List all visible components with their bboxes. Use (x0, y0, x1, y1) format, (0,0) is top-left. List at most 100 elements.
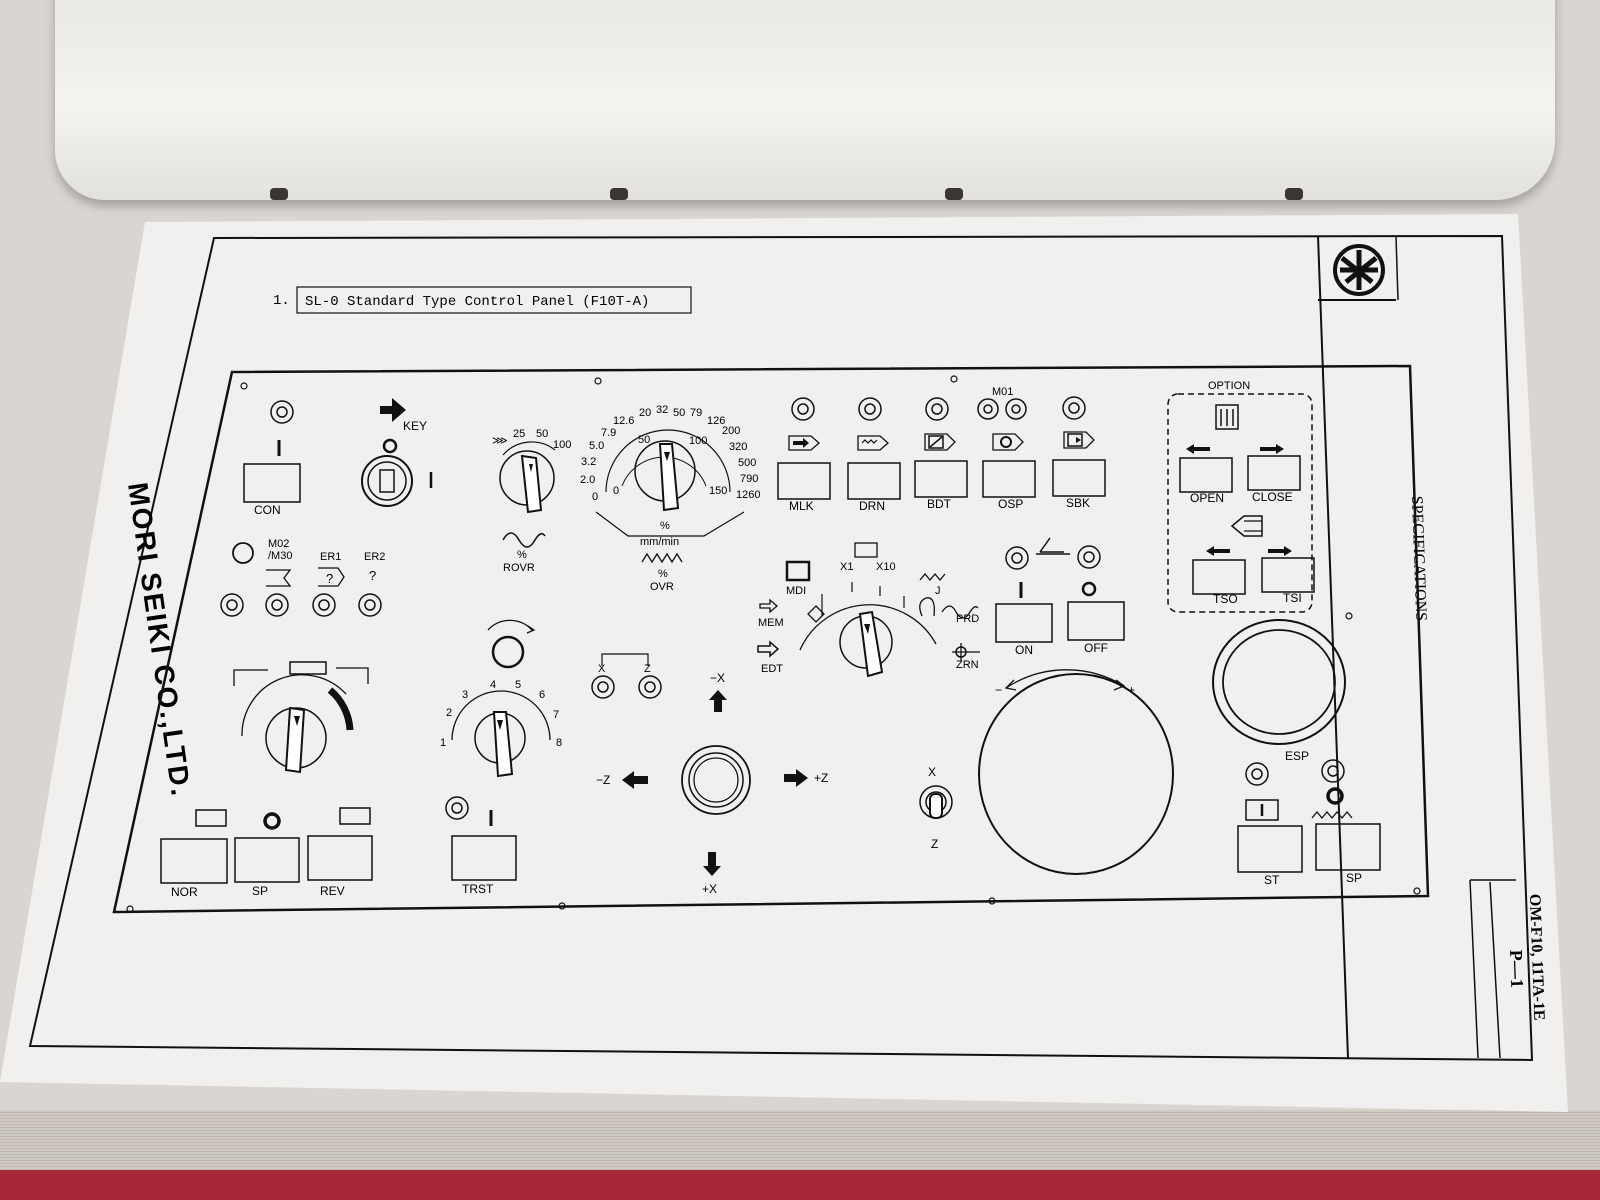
svg-text:320: 320 (729, 441, 747, 453)
binder-ring (610, 188, 628, 200)
key-label: KEY (403, 419, 427, 433)
arrow-left-icon (1206, 546, 1230, 556)
axis-toggle-switch[interactable]: X Z (919, 765, 953, 851)
arrow-down-icon (703, 852, 721, 876)
svg-text:5: 5 (515, 679, 521, 691)
svg-text:7: 7 (553, 709, 559, 721)
svg-text:0: 0 (613, 485, 619, 497)
svg-text:%: % (658, 568, 668, 580)
section-number: 1. (273, 293, 290, 309)
svg-text:?: ? (369, 568, 376, 583)
drn-button[interactable]: DRN (847, 397, 901, 513)
mm-min-label: mm/min (640, 536, 679, 548)
chuck-icon (289, 661, 327, 675)
page-border (28, 234, 1534, 1062)
bdt-button[interactable]: BDT (914, 397, 968, 511)
binder-ring (945, 188, 963, 200)
trst-button[interactable]: TRST (445, 796, 517, 896)
svg-text:12.6: 12.6 (613, 415, 634, 427)
svg-text:TSI: TSI (1283, 591, 1302, 605)
jog-icon (919, 572, 946, 582)
feed-hold-button[interactable]: SP (1311, 759, 1381, 885)
manual-hand-icon (919, 597, 935, 617)
osp-button[interactable]: OSP (982, 433, 1036, 511)
hold-icon (1326, 787, 1344, 805)
spindle-speed-override-dial[interactable] (233, 661, 369, 774)
spindle-normal-button[interactable]: NOR (160, 809, 228, 899)
binder-ring (270, 188, 288, 200)
cutting-indicator-lamps (1005, 537, 1101, 570)
arrow-right-icon (1260, 444, 1284, 454)
m01-indicator: M01 (977, 386, 1027, 420)
rapid-icon: ⋙ (492, 435, 508, 447)
jog-axis-pad[interactable]: −X −Z +Z +X (596, 671, 828, 896)
svg-text:OFF: OFF (1084, 641, 1108, 655)
svg-text:EDT: EDT (761, 663, 783, 675)
spindle-reverse-button[interactable]: REV (307, 807, 373, 898)
emergency-stop-button[interactable]: ESP (1212, 619, 1346, 763)
stop-icon (263, 812, 281, 830)
door-close-button[interactable]: CLOSE (1247, 444, 1301, 504)
feed-override-dial[interactable]: 0 2.0 3.2 5.0 7.9 12.6 20 32 50 79 126 0… (580, 404, 760, 593)
svg-text:SP: SP (1346, 871, 1362, 885)
page-number: P—1 (1506, 949, 1527, 988)
power-on-button[interactable]: ON (995, 582, 1053, 657)
svg-text:20: 20 (639, 407, 651, 419)
spindle-stop-button[interactable]: SP (234, 812, 300, 898)
tailstock-icon (1230, 515, 1263, 537)
mlk-button[interactable]: MLK (777, 397, 831, 513)
svg-text:7.9: 7.9 (601, 427, 616, 439)
svg-text:100: 100 (689, 435, 707, 447)
zigzag-icon (641, 552, 683, 564)
svg-text:2: 2 (446, 707, 452, 719)
tool-icon (1036, 537, 1070, 555)
block-delete-icon (929, 436, 943, 448)
control-panel-outline (112, 364, 1430, 914)
svg-text:−X: −X (710, 671, 725, 685)
sbk-button[interactable]: SBK (1052, 396, 1106, 510)
spindle-forward-icon (195, 809, 227, 827)
rapid-override-dial[interactable]: ⋙ 25 50 100 % ROVR (492, 428, 571, 574)
tsi-button[interactable]: TSI (1261, 546, 1315, 605)
dry-run-icon (861, 439, 878, 444)
rapid-wave-icon (941, 605, 979, 619)
svg-text:M01: M01 (992, 386, 1013, 398)
svg-text:TRST: TRST (462, 882, 494, 896)
svg-text:3: 3 (462, 689, 468, 701)
cycle-start-button[interactable]: ST (1237, 762, 1303, 887)
tso-button[interactable]: TSO (1192, 546, 1246, 606)
mode-selector-dial[interactable]: MDI MEM EDT X1 X10 J PRD ZRN (757, 542, 980, 678)
single-block-icon (1070, 437, 1081, 443)
svg-text:/M30: /M30 (268, 550, 292, 562)
power-off-button[interactable]: OFF (1067, 581, 1125, 655)
arrow-up-icon (709, 690, 727, 712)
svg-text:200: 200 (722, 425, 740, 437)
svg-text:500: 500 (738, 457, 756, 469)
tool-selection-dial[interactable]: 1 2 3 4 5 6 7 8 (440, 619, 562, 778)
svg-text:0: 0 (592, 491, 598, 503)
alarm-lamps: M02 /M30 ER1 ? ER2 ? (220, 538, 385, 617)
key-switch[interactable]: KEY (361, 398, 433, 507)
svg-text:%: % (517, 549, 527, 561)
svg-text:32: 32 (656, 404, 668, 416)
door-open-button[interactable]: OPEN (1179, 444, 1233, 505)
svg-text:ST: ST (1264, 873, 1280, 887)
svg-text:100: 100 (553, 439, 571, 451)
svg-text:X1: X1 (840, 561, 853, 573)
svg-text:150: 150 (709, 485, 727, 497)
mdi-icon (785, 560, 811, 582)
con-button[interactable]: CON (243, 400, 301, 517)
binder-cover (0, 1170, 1600, 1200)
svg-text:%: % (660, 520, 670, 532)
svg-text:NOR: NOR (171, 885, 198, 899)
svg-text:3.2: 3.2 (581, 456, 596, 468)
arrow-left-icon (622, 771, 648, 789)
manual-pulse-handwheel[interactable]: − + (978, 669, 1174, 875)
svg-text:−Z: −Z (596, 773, 610, 787)
svg-text:BDT: BDT (927, 497, 952, 511)
svg-text:J: J (935, 585, 941, 597)
svg-text:ER1: ER1 (320, 551, 341, 563)
curled-page-top (55, 0, 1555, 200)
svg-text:Z: Z (931, 837, 938, 851)
svg-text:1260: 1260 (736, 489, 760, 501)
